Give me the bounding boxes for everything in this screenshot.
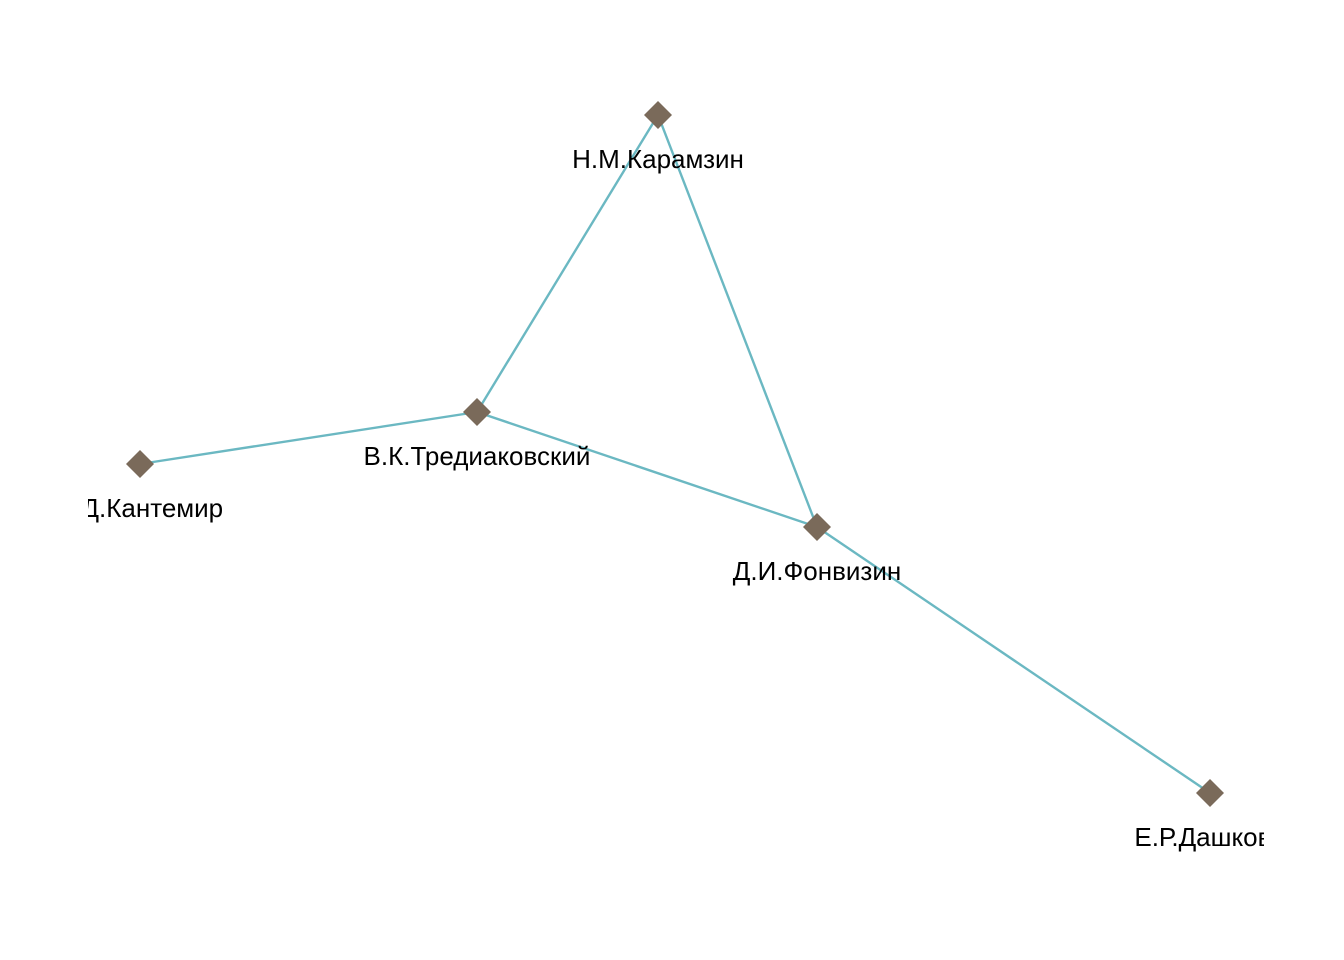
plot-area: Н.М.КарамзинВ.К.ТредиаковскийА.Д.Кантеми… (57, 101, 1286, 852)
edge-karamzin-trediakovsky (475, 114, 660, 413)
edge-trediakovsky-kantemir (139, 410, 478, 466)
node-fonvizin (803, 513, 831, 541)
edge-fonvizin-dashkova (816, 526, 1211, 794)
nodes-layer (126, 101, 1224, 807)
node-label-kantemir: А.Д.Кантемир (57, 493, 223, 523)
node-label-dashkova: Е.Р.Дашкова (1134, 822, 1286, 852)
node-karamzin (644, 101, 672, 129)
labels-layer: Н.М.КарамзинВ.К.ТредиаковскийА.Д.Кантеми… (57, 144, 1286, 852)
edge-karamzin-fonvizin (656, 114, 819, 528)
edges-layer (139, 114, 1211, 794)
node-dashkova (1196, 779, 1224, 807)
node-label-karamzin: Н.М.Карамзин (572, 144, 744, 174)
node-trediakovsky (463, 398, 491, 426)
node-kantemir (126, 450, 154, 478)
edge-trediakovsky-fonvizin (476, 410, 818, 529)
node-label-fonvizin: Д.И.Фонвизин (733, 556, 901, 586)
node-label-trediakovsky: В.К.Тредиаковский (364, 441, 591, 471)
